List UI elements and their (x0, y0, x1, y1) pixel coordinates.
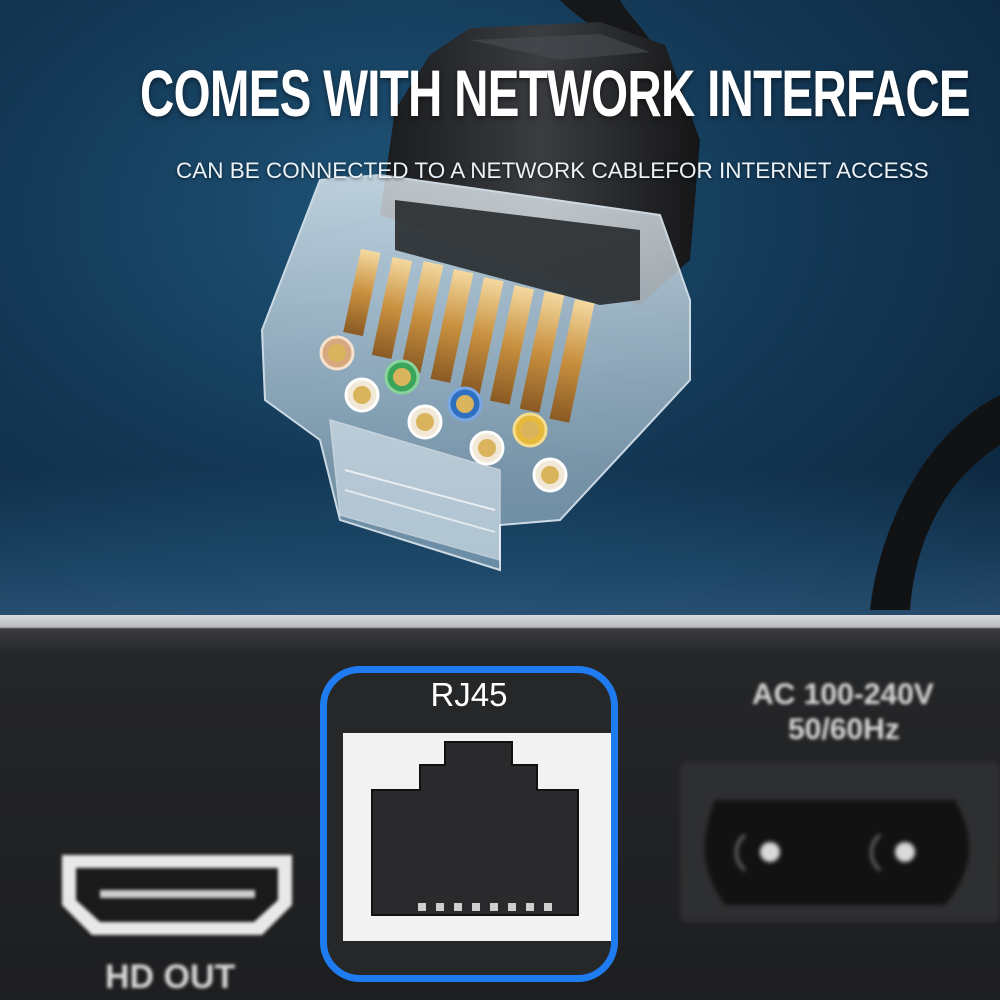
right-cable (870, 395, 1000, 610)
power-label-frequency: 50/60Hz (788, 713, 900, 746)
hdmi-port (62, 855, 292, 935)
rj45-pins (418, 903, 552, 911)
headline: COMES WITH NETWORK INTERFACE (140, 56, 971, 130)
subheadline: CAN BE CONNECTED TO A NETWORK CABLEFOR I… (176, 158, 929, 183)
rj45-socket-opening (371, 741, 579, 916)
hdmi-label: HD OUT (105, 958, 236, 996)
power-socket (680, 762, 1000, 922)
top-cable (560, 0, 650, 40)
gold-contacts (343, 248, 595, 423)
power-label-voltage: AC 100-240V (752, 678, 934, 711)
wire-ends (319, 335, 568, 493)
rj45-label: RJ45 (430, 676, 508, 713)
